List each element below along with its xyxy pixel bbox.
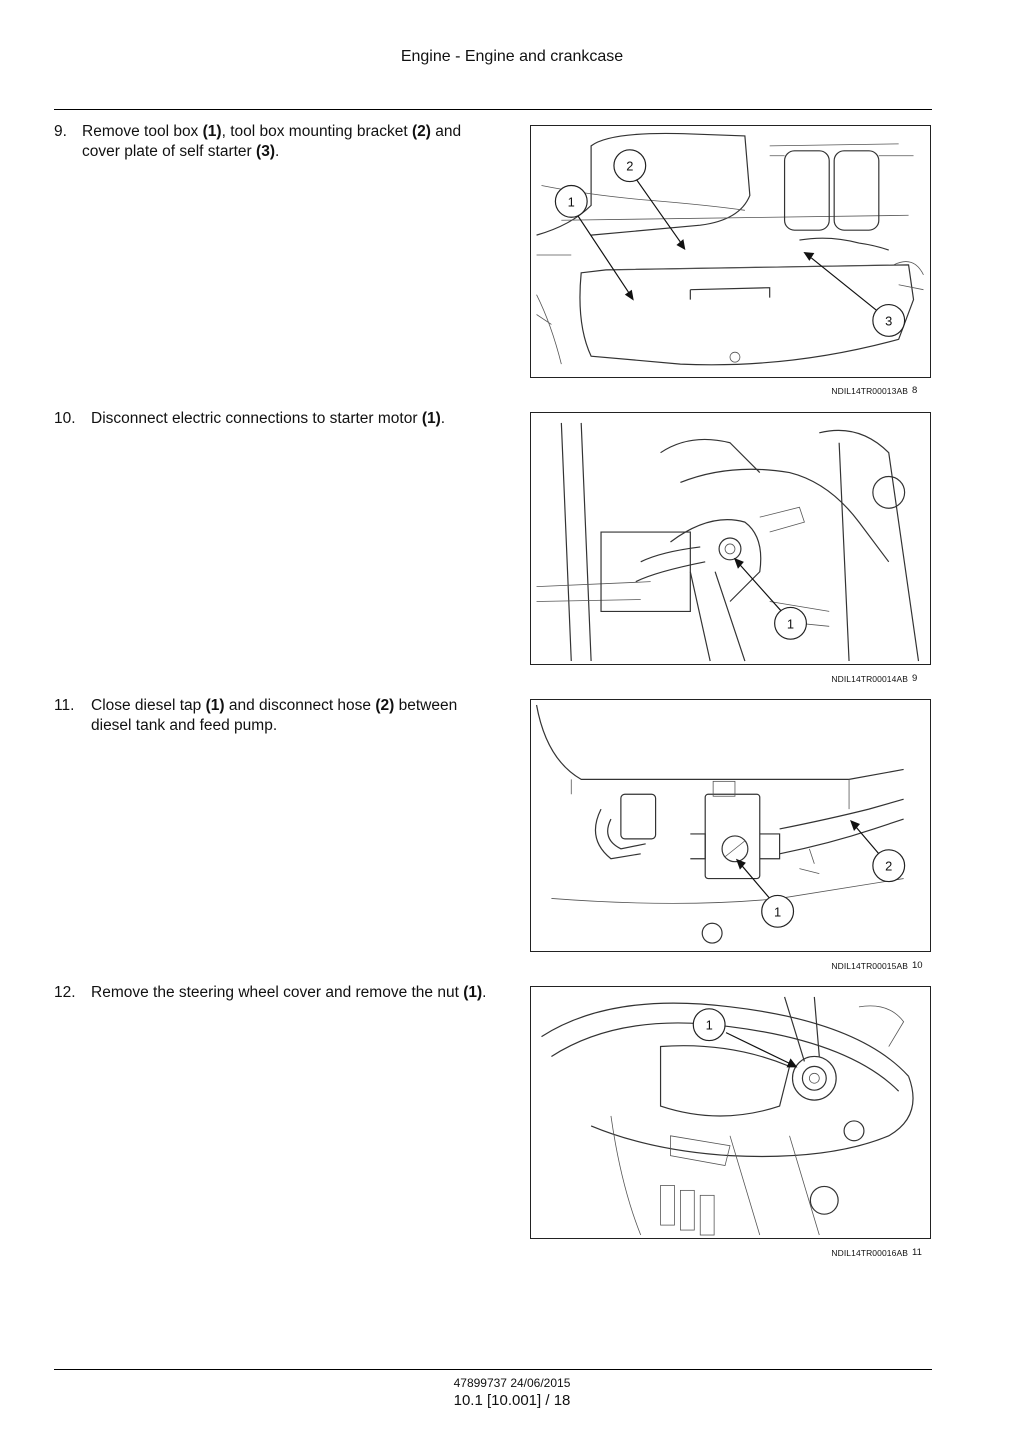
step-number: 10. xyxy=(54,410,76,427)
step-number: 11. xyxy=(54,697,75,714)
callout-reference: (2) xyxy=(375,697,395,714)
header-rule xyxy=(54,109,932,110)
text-run: . xyxy=(482,984,487,1001)
figure-ref: NDIL14TR00013AB xyxy=(831,386,908,396)
text-run: . xyxy=(274,143,280,160)
callout-reference: (3) xyxy=(256,143,275,160)
step-11: 11. Close diesel tap (1) and disconnect … xyxy=(54,696,499,736)
figure-number: 9 xyxy=(912,673,918,684)
figure-8-toolbox: 1 2 3 xyxy=(530,125,931,378)
text-run: and cover plate of self starter xyxy=(82,123,462,160)
callout-layer: 1 xyxy=(733,557,807,640)
step-number: 12. xyxy=(54,984,76,1001)
text-run: Remove the steering wheel cover and remo… xyxy=(91,984,464,1001)
svg-text:1: 1 xyxy=(787,616,794,631)
figure-ref: NDIL14TR00015AB xyxy=(831,961,908,971)
page-title: Engine - Engine and crankcase xyxy=(400,48,624,65)
starter-motor-illustration xyxy=(536,422,920,662)
callout-layer: 1 xyxy=(692,1008,798,1068)
step-9: 9. Remove tool box (1), tool box mountin… xyxy=(54,122,499,162)
step-text: Close diesel tap (1) and disconnect hose… xyxy=(91,696,499,736)
callout-reference: (2) xyxy=(412,123,431,140)
svg-text:2: 2 xyxy=(885,859,892,874)
page-number: 10.1 [10.001] / 18 xyxy=(453,1392,571,1409)
step-text: Remove tool box (1), tool box mounting b… xyxy=(82,122,499,162)
steering-wheel-illustration xyxy=(541,996,914,1236)
diesel-tap-illustration xyxy=(535,704,904,944)
figure-number: 10 xyxy=(912,960,923,971)
text-run: between diesel tank and feed pump. xyxy=(91,697,458,734)
text-run: Disconnect electric connections to start… xyxy=(91,410,422,427)
figure-9-starter-motor: 1 xyxy=(530,412,931,665)
figure-number: 11 xyxy=(912,1247,922,1258)
figure-ref: NDIL14TR00016AB xyxy=(831,1248,908,1258)
svg-text:1: 1 xyxy=(774,904,781,919)
callout-2: 2 xyxy=(850,820,906,883)
step-number: 9. xyxy=(54,123,67,140)
step-10: 10. Disconnect electric connections to s… xyxy=(54,409,499,429)
callout-3: 3 xyxy=(803,251,906,337)
svg-text:1: 1 xyxy=(706,1018,713,1033)
svg-text:2: 2 xyxy=(626,159,633,174)
callout-layer: 1 2 xyxy=(735,820,906,928)
callout-reference: (1) xyxy=(463,984,483,1001)
text-run: . xyxy=(440,410,446,427)
callout-1: 1 xyxy=(733,557,807,640)
figure-number: 8 xyxy=(912,385,918,396)
step-text: Disconnect electric connections to start… xyxy=(91,409,499,429)
step-text: Remove the steering wheel cover and remo… xyxy=(91,983,499,1003)
callout-reference: (1) xyxy=(202,123,222,140)
text-run: Close diesel tap xyxy=(91,697,206,714)
callout-reference: (1) xyxy=(421,410,441,427)
figure-11-steering-wheel: 1 xyxy=(530,986,931,1239)
svg-text:1: 1 xyxy=(568,194,575,209)
callout-1: 1 xyxy=(692,1008,798,1068)
document-id-date: 47899737 24/06/2015 xyxy=(453,1376,571,1390)
text-run: Remove tool box xyxy=(82,123,203,140)
step-12: 12. Remove the steering wheel cover and … xyxy=(54,983,499,1003)
callout-1: 1 xyxy=(735,858,795,928)
callout-1: 1 xyxy=(554,184,634,301)
footer-rule xyxy=(54,1369,932,1370)
callout-2: 2 xyxy=(613,149,686,251)
text-run: , tool box mounting bracket xyxy=(221,123,412,140)
text-run: and disconnect hose xyxy=(224,697,376,714)
figure-10-diesel-tap: 1 2 xyxy=(530,699,931,952)
figure-ref: NDIL14TR00014AB xyxy=(831,674,908,684)
callout-layer: 1 2 3 xyxy=(554,149,906,337)
callout-reference: (1) xyxy=(205,697,225,714)
svg-text:3: 3 xyxy=(885,313,892,328)
